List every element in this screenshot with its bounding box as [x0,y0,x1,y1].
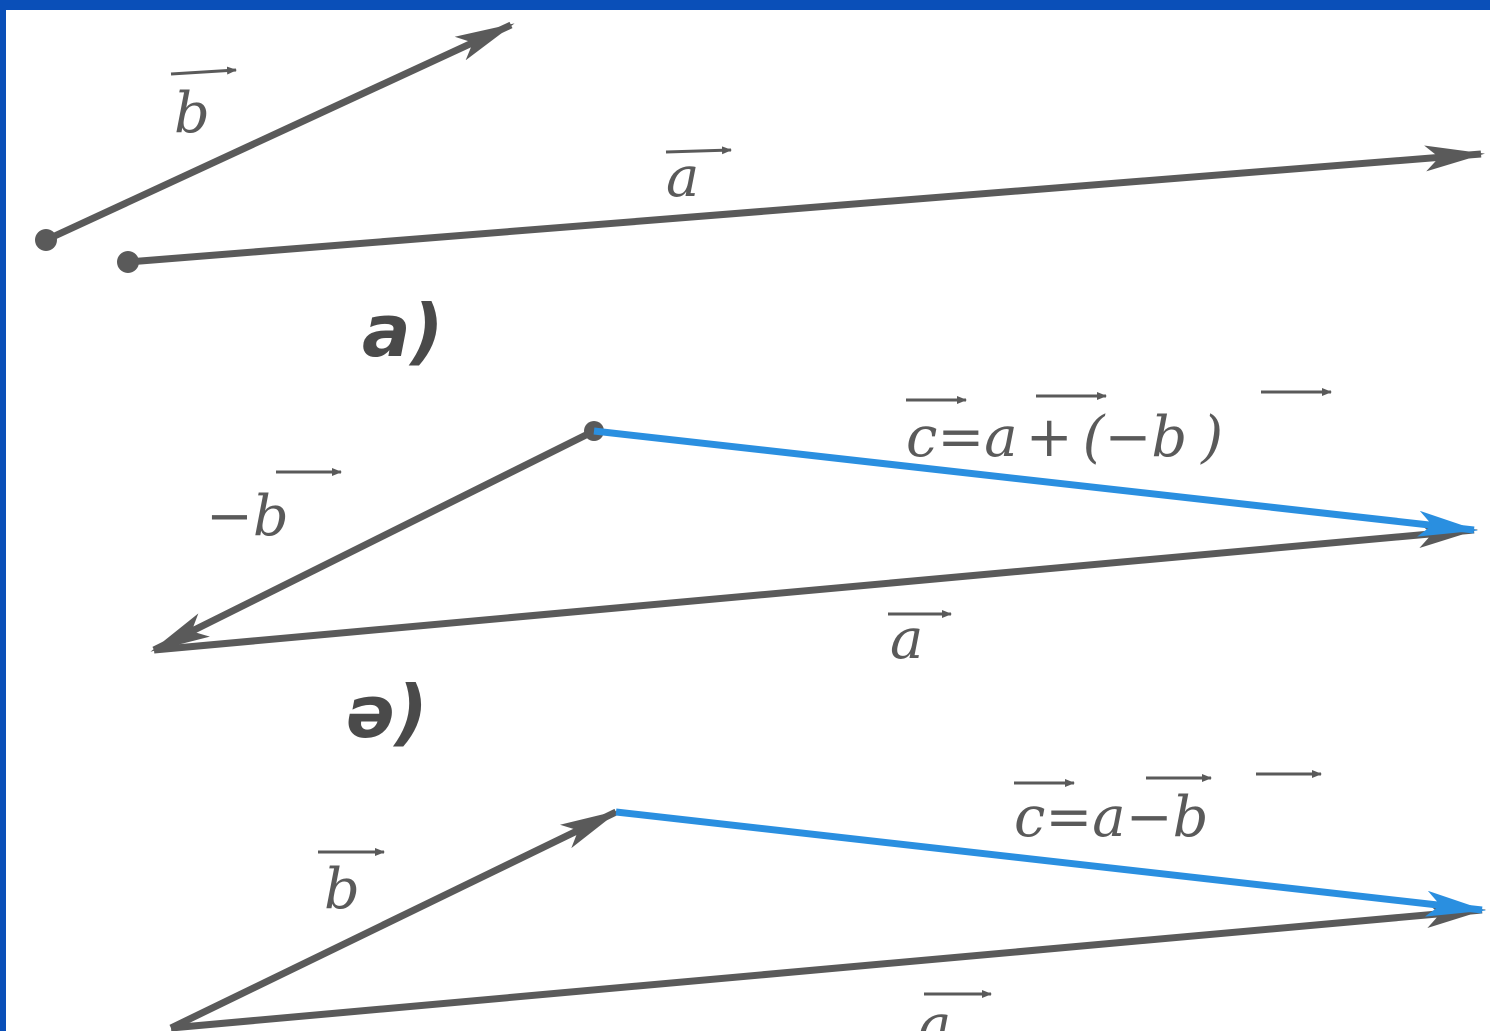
label-vector-a: a [918,993,951,1031]
part-schwa: −b a c=a+(−b) ə) [150,388,1478,754]
eq-c: c [1014,785,1045,850]
vector-a-arrow [170,902,1486,1031]
vector-a-start-point [117,251,139,273]
vector-b-start-point [35,229,57,251]
equation-c-equals-a-plus-neg-b: c=a+(−b) [906,388,1332,470]
svg-text:c=a+(−b): c=a+(−b) [906,405,1223,470]
eq-a: a [1092,785,1125,850]
eq-plus: + [1026,405,1073,470]
eq-close-paren: ) [1200,405,1223,470]
label-vector-b: b [324,857,360,922]
vector-c-arrow [615,808,1486,917]
svg-text:c=a−b: c=a−b [1014,785,1208,850]
eq-a: a [984,405,1017,470]
eq-open-paren: ( [1083,405,1106,470]
label-vector-a: a [890,607,923,672]
eq-equals: = [937,405,984,470]
vector-c-arrow [593,427,1478,537]
equation-c-equals-a-minus-b: c=a−b [1014,770,1322,850]
eq-b: b [1173,785,1209,850]
vector-neg-b-arrow [150,427,596,654]
vector-b-arrow [169,808,620,1031]
vector-a-arrow [153,522,1478,654]
vector-diagram: b a a) −b [35,21,1486,1031]
part-label-schwa: ə) [346,670,428,754]
label-arrow-icon [665,146,732,155]
label-arrow-icon [170,66,237,76]
vector-b-arrow [44,21,515,244]
vector-a-arrow [127,145,1485,266]
eq-minus: − [1126,785,1173,850]
diagram-canvas: b a a) −b [6,10,1490,1031]
eq-equals: = [1045,785,1092,850]
part-c: b a c=a−b [169,770,1486,1031]
part-label-a: a) [362,289,444,373]
label-vector-a: a [666,145,699,210]
label-vector-neg-b: −b [206,484,289,549]
part-a: b a a) [35,21,1485,373]
eq-c: c [906,405,937,470]
eq-minus: − [1104,405,1151,470]
label-vector-b: b [174,81,210,146]
eq-b: b [1151,405,1187,470]
